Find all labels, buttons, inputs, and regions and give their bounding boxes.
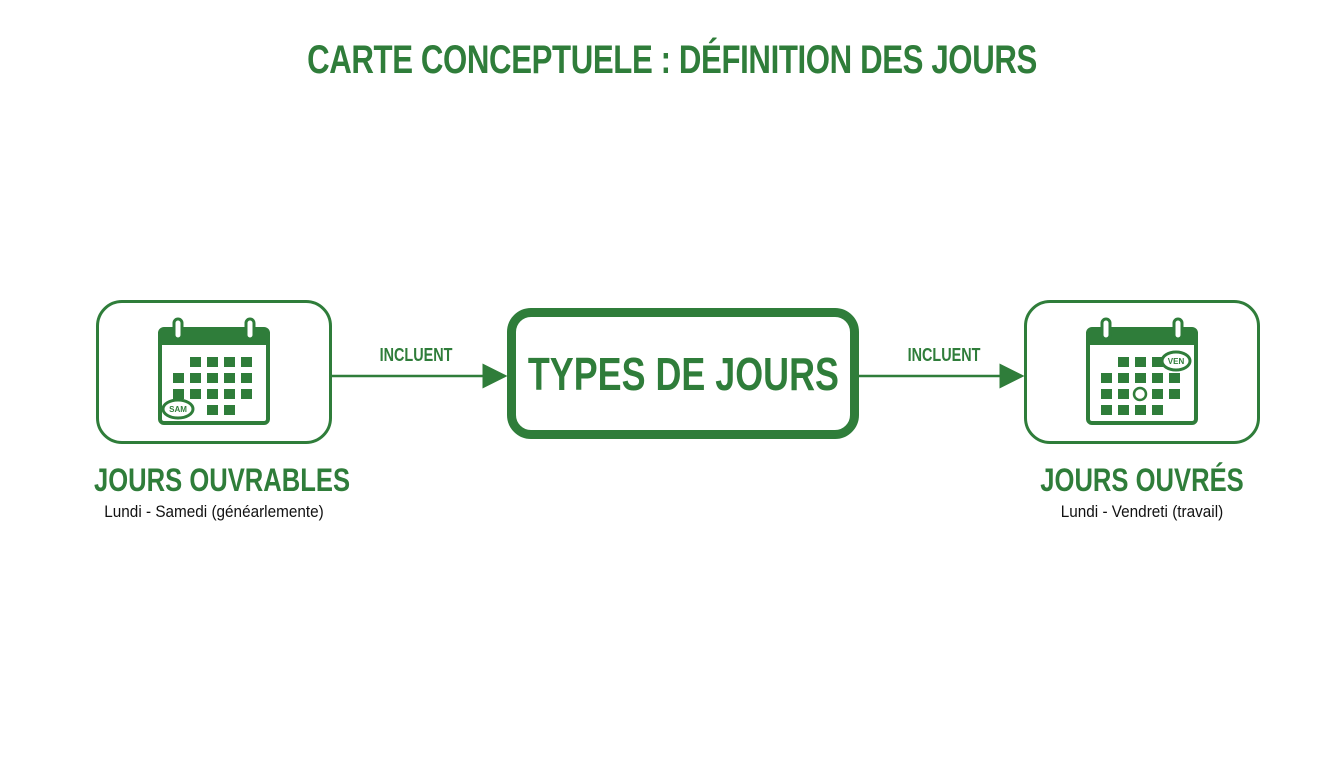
calendar-icon: SAM (158, 317, 270, 425)
edge-label-left: INCLUENT (379, 345, 453, 365)
center-node-label: TYPES DE JOURS (527, 347, 839, 400)
circled-day-label: SAM (169, 405, 187, 414)
edge-label-right: INCLUENT (907, 345, 981, 365)
node-types-de-jours: TYPES DE JOURS (507, 308, 859, 439)
node-title-left: JOURS OUVRABLES (94, 462, 351, 498)
page-title: CARTE CONCEPTUELE : DÉFINITION DES JOURS (307, 38, 1037, 82)
node-jours-ouvrables: SAM (96, 300, 332, 444)
calendar-icon: VEN (1086, 317, 1198, 425)
node-subtitle-left: Lundi - Samedi (généarlemente) (104, 502, 324, 521)
node-title-right: JOURS OUVRÉS (1040, 462, 1244, 498)
circled-day-label: VEN (1168, 357, 1185, 366)
node-jours-ouvres: VEN (1024, 300, 1260, 444)
node-subtitle-right: Lundi - Vendreti (travail) (1060, 502, 1224, 521)
